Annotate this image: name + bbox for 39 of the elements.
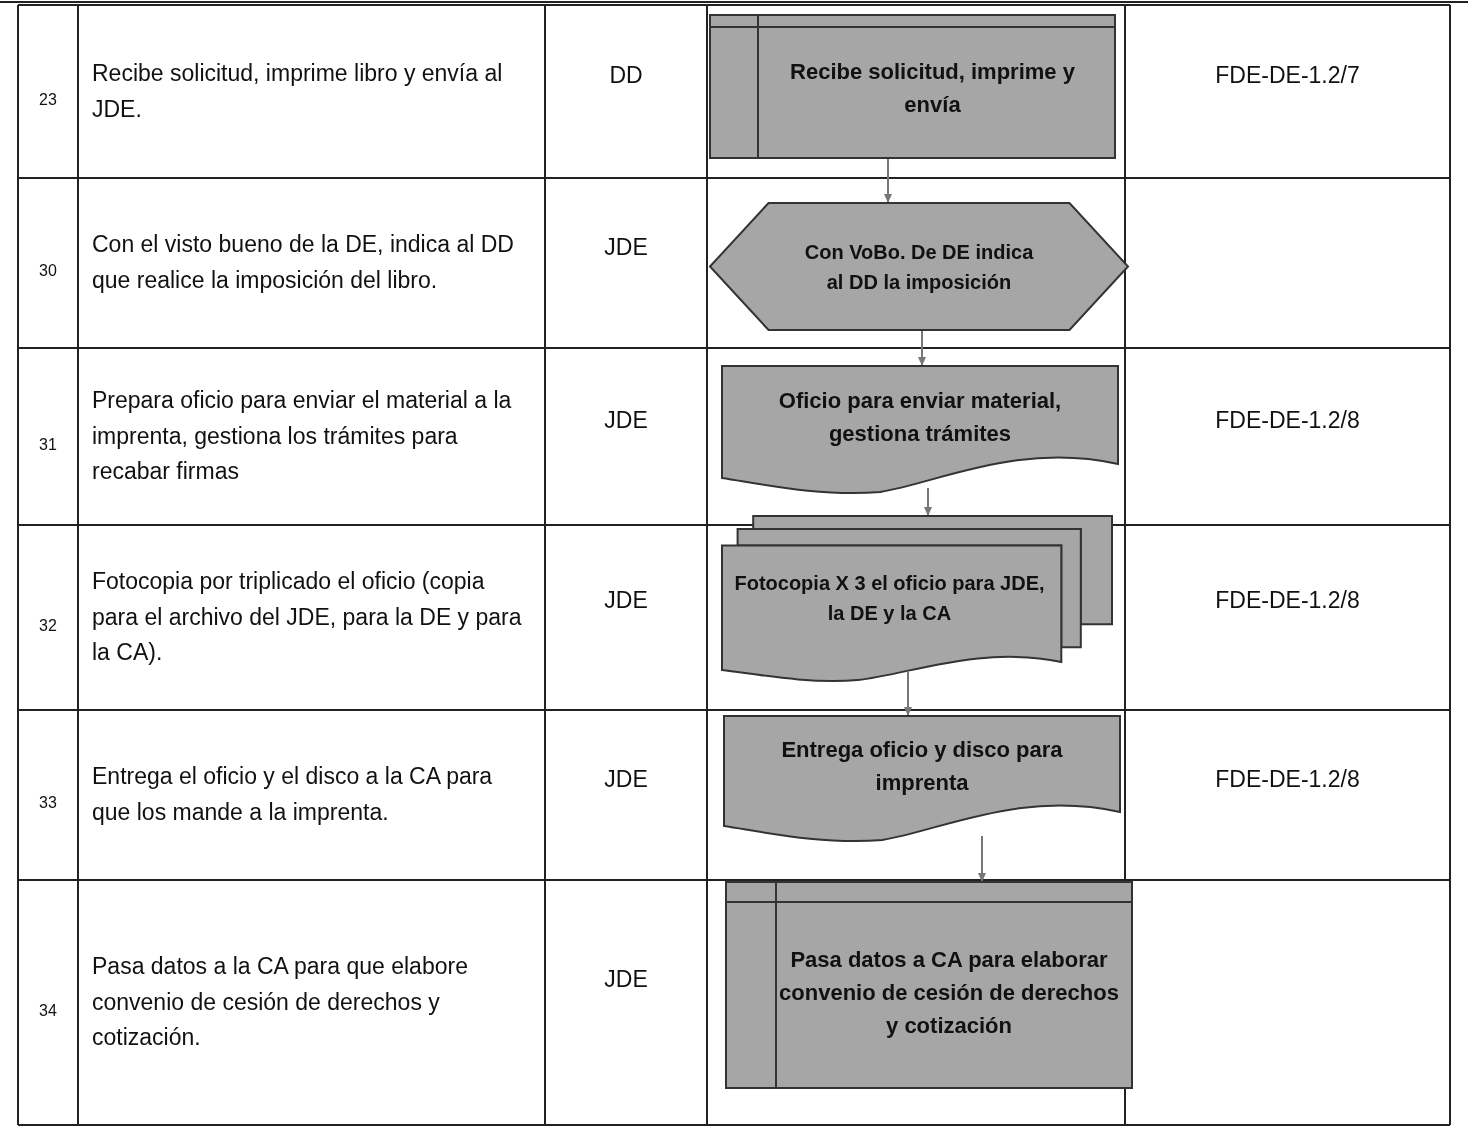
responsible-code: JDE	[604, 586, 648, 614]
step-description: Prepara oficio para enviar el material a la imprenta, gestiona los trámites para recabar firmas	[92, 386, 513, 487]
step-text: Fotocopia X 3 el oficio para JDE, la DE y la CA	[733, 571, 1046, 626]
row-number: 30	[39, 262, 57, 280]
row-number: 33	[39, 794, 57, 812]
arrow	[884, 157, 892, 204]
arrow	[978, 835, 986, 883]
step-text: Oficio para enviar material, gestiona trámites	[777, 386, 1063, 448]
step-text: Entrega oficio y disco para imprenta	[780, 735, 1064, 797]
preparation-hexagon	[710, 203, 1128, 330]
responsible-code: DD	[609, 61, 643, 90]
step-text: Recibe solicitud, imprime y envía	[789, 57, 1076, 119]
responsible-code: JDE	[604, 405, 648, 434]
responsible-code: JDE	[604, 965, 648, 993]
step-text: Pasa datos a CA para elaborar convenio de cesión de derechos y cotización	[778, 946, 1120, 1040]
arrow	[904, 671, 912, 717]
step-description: Con el visto bueno de la DE, indica al DD que realice la imposición del libro.	[92, 230, 515, 295]
predefined-process-box	[726, 882, 1132, 1088]
step-description: Fotocopia por triplicado el oficio (copia para el archivo del JDE, para la DE y para la CA).	[92, 567, 523, 668]
arrow	[918, 329, 926, 367]
document-shape	[724, 716, 1120, 840]
step-description: Pasa datos a la CA para que elabore convenio de cesión de derechos y cotización.	[92, 952, 469, 1053]
responsible-code: JDE	[604, 233, 648, 261]
row-number: 34	[39, 1001, 57, 1020]
step-description: Entrega el oficio y el disco a la CA para que los mande a la imprenta.	[92, 762, 494, 827]
row-number: 23	[39, 90, 57, 109]
form-code: FDE-DE-1.2/8	[1215, 765, 1360, 793]
multi-document-shape	[722, 516, 1112, 680]
step-description: Recibe solicitud, imprime libro y envía al JDE.	[92, 58, 504, 124]
row-number: 32	[39, 616, 57, 635]
form-code: FDE-DE-1.2/7	[1215, 61, 1360, 90]
form-code: FDE-DE-1.2/8	[1215, 586, 1360, 614]
step-text: Con VoBo. De DE indica al DD la imposición	[803, 239, 1035, 295]
responsible-code: JDE	[604, 765, 648, 793]
arrow	[924, 487, 932, 517]
form-code: FDE-DE-1.2/8	[1215, 405, 1360, 434]
predefined-process-box	[710, 15, 1115, 158]
row-number: 31	[39, 435, 57, 454]
document-shape	[722, 366, 1118, 492]
